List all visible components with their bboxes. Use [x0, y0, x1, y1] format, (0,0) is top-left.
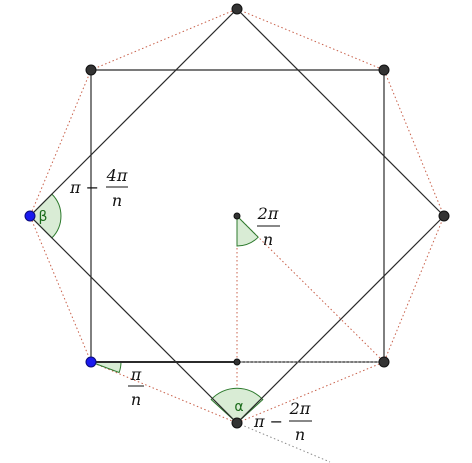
vertex-top-right	[378, 64, 390, 76]
radius-line	[236, 215, 385, 363]
angle-center-sector	[236, 214, 259, 247]
beta-symbol: β	[39, 209, 48, 225]
angle-alpha-sector	[210, 387, 264, 424]
midpoint-point	[233, 358, 241, 366]
edge-formula-denominator: n	[131, 390, 141, 409]
center-point	[233, 212, 241, 220]
center-formula-denominator: n	[263, 230, 273, 249]
vertex-top	[231, 3, 243, 15]
edge-extension-line	[236, 422, 331, 463]
beta-formula: π − 4π n	[69, 166, 128, 210]
angle-beta-sector	[29, 193, 62, 239]
alpha-symbol: α	[234, 399, 243, 415]
edge-formula-numerator: π	[130, 365, 142, 384]
vertex-points	[24, 3, 450, 429]
vertex-bottom-left	[85, 356, 97, 368]
beta-formula-numerator: 4π	[106, 166, 128, 185]
alpha-formula: π − 2π n	[253, 399, 312, 444]
vertex-right	[438, 210, 450, 222]
vertex-left	[24, 210, 36, 222]
center-formula-numerator: 2π	[257, 204, 279, 223]
beta-formula-left: π −	[69, 178, 99, 197]
vertex-top-left	[85, 64, 97, 76]
vertex-bottom	[231, 417, 243, 429]
alpha-formula-denominator: n	[295, 425, 305, 444]
center-formula: 2π n	[257, 204, 280, 249]
vertex-bottom-right	[378, 356, 390, 368]
alpha-formula-left: π −	[253, 412, 283, 431]
alpha-formula-numerator: 2π	[289, 399, 311, 418]
beta-formula-denominator: n	[112, 191, 122, 210]
edge-formula: π n	[128, 365, 144, 409]
